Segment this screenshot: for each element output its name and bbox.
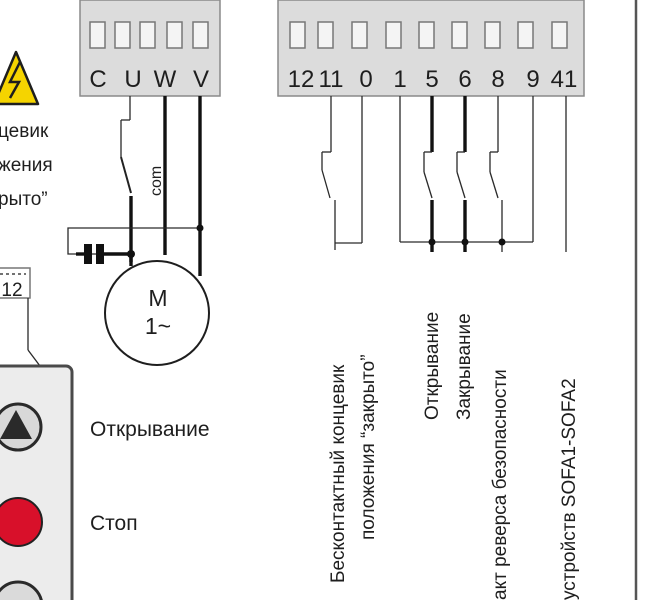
terminal-label-9: 9 — [526, 66, 539, 93]
open-button-label: Открывание — [90, 418, 210, 441]
terminal-label-0: 0 — [359, 66, 372, 93]
stop-icon — [0, 497, 43, 547]
terminal-label-5: 5 — [425, 66, 438, 93]
terminal-label-11: 11 — [319, 66, 344, 93]
stop-button-label: Стоп — [90, 512, 138, 535]
right-terminal-block: 12 11 0 1 5 6 8 9 41 — [277, 0, 585, 97]
left-terminal-block: C U W V — [79, 0, 221, 97]
label-closing: Закрывание — [454, 313, 475, 420]
stop-button[interactable] — [0, 497, 43, 547]
label-safety-reverse: акт реверса безопасности — [490, 369, 511, 600]
left-side-text-2: жения — [0, 155, 53, 176]
terminal-label-8: 8 — [491, 66, 504, 93]
label-opening: Открывание — [422, 312, 443, 420]
terminal-label-v: V — [193, 66, 209, 93]
connector-stub: 12 — [0, 267, 41, 367]
left-side-text-3: рыто” — [0, 189, 48, 210]
motor-label-m: M — [148, 285, 167, 311]
com-label: com — [148, 166, 165, 196]
label-proximity-closed: положения “закрыто” — [358, 354, 379, 540]
warning-icon — [0, 50, 40, 106]
terminal-label-w: W — [154, 66, 177, 93]
motor-symbol: M 1~ — [104, 260, 210, 366]
triangle-up-icon — [0, 410, 32, 439]
terminal-label-12: 12 — [288, 66, 315, 93]
label-proximity-switch: Бесконтактный концевик — [328, 364, 349, 583]
right-terminal-slots — [289, 21, 568, 49]
terminal-label-c: C — [89, 66, 106, 93]
control-panel — [0, 364, 74, 600]
label-sofa-devices: устройств SOFA1-SOFA2 — [559, 378, 580, 600]
third-button[interactable] — [0, 580, 43, 600]
motor-label-phase: 1~ — [145, 313, 171, 339]
left-terminal-slots — [89, 21, 209, 49]
open-button[interactable] — [0, 402, 43, 452]
terminal-label-41: 41 — [551, 66, 578, 93]
terminal-label-1: 1 — [393, 66, 406, 93]
terminal-label-6: 6 — [458, 66, 471, 93]
terminal-label-u: U — [124, 66, 141, 93]
left-side-text-1: цевик — [0, 121, 49, 142]
left-wiring — [67, 96, 204, 276]
connector-stub-label: 12 — [1, 280, 22, 301]
right-wiring — [321, 96, 567, 252]
